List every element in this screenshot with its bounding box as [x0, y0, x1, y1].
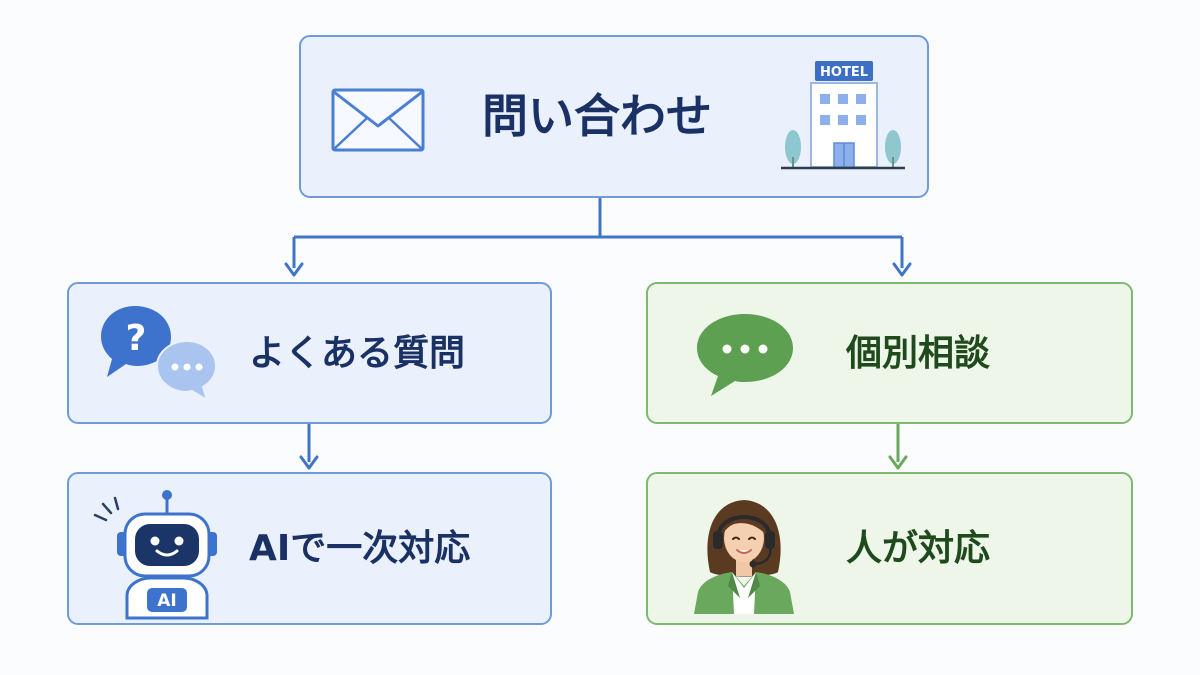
ai-response-node: AI AIで一次対応 — [67, 472, 552, 625]
robot-icon: AI — [93, 490, 217, 620]
human-response-label: 人が対応 — [846, 528, 991, 569]
consult-label: 個別相談 — [846, 333, 991, 374]
chat-bubble-icon — [697, 314, 793, 396]
human-response-node: 人が対応 — [646, 472, 1133, 625]
arrow-to-faq — [284, 262, 304, 277]
hotel-building-icon: HOTEL — [781, 61, 905, 170]
hotel-sign-text: HOTEL — [820, 65, 868, 80]
question-mark: ? — [126, 318, 147, 359]
arrow-to-ai — [299, 455, 319, 470]
inquiry-label: 問い合わせ — [482, 89, 712, 143]
robot-ai-badge: AI — [157, 591, 176, 611]
top-split-connector — [292, 198, 904, 268]
faq-label: よくある質問 — [249, 333, 466, 374]
inquiry-node: 問い合わせ HOTEL — [299, 35, 929, 198]
envelope-icon — [331, 88, 425, 152]
arrow-to-consult — [892, 262, 912, 277]
arrow-to-human — [888, 455, 908, 470]
faq-node: ? よくある質問 — [67, 282, 552, 424]
support-agent-icon — [694, 500, 794, 614]
faq-speech-bubbles-icon: ? — [101, 306, 218, 403]
ai-response-label: AIで一次対応 — [249, 528, 471, 569]
consult-node: 個別相談 — [646, 282, 1133, 424]
